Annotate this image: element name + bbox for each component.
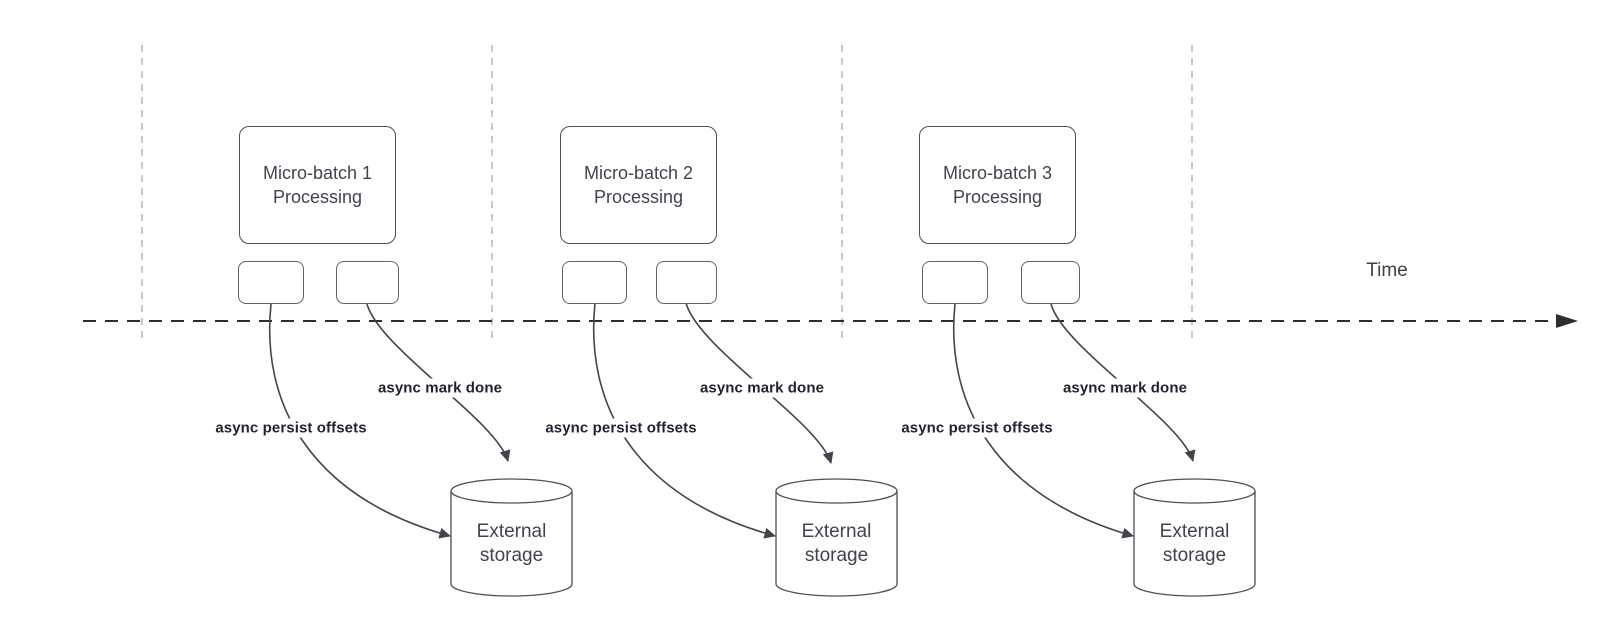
microbatch-2-title-line1: Micro-batch 2 [583,163,694,183]
persist-offsets-arrow-3 [952,303,1134,539]
microbatch-3-title-line2: Processing [952,187,1043,207]
microbatch-2-offset-task-box [562,261,627,304]
microbatch-3-title-line1: Micro-batch 3 [942,163,1053,183]
microbatch-1-processing-box: Micro-batch 1 Processing [239,126,396,244]
persist-offsets-label-1: async persist offsets [212,418,370,438]
external-storage-cylinder-1 [450,478,573,597]
microbatch-1-title-line2: Processing [272,187,363,207]
microbatch-3-processing-box: Micro-batch 3 Processing [919,126,1076,244]
time-axis-label: Time [1366,260,1408,281]
persist-offsets-arrow-1 [268,303,451,539]
external-storage-label-2-line2: storage [804,545,869,566]
microbatch-1-title-line1: Micro-batch 1 [262,163,373,183]
external-storage-label-1-line1: External [476,521,547,542]
time-axis [83,314,1578,328]
microbatch-2-processing-box: Micro-batch 2 Processing [560,126,717,244]
external-storage-cylinder-2 [775,478,898,597]
mark-done-label-3: async mark done [1059,378,1191,398]
external-storage-label-2: External storage [776,520,897,568]
microbatch-3-offset-task-box [922,261,988,304]
mark-done-label-2: async mark done [696,378,828,398]
mark-done-label-1: async mark done [374,378,506,398]
microbatch-1-offset-task-box [238,261,304,304]
persist-offsets-arrow-2 [592,302,776,539]
microbatch-2-done-task-box [656,261,717,304]
external-storage-label-3-line1: External [1159,521,1230,542]
persist-offsets-label-3: async persist offsets [898,418,1056,438]
external-storage-label-3: External storage [1134,520,1255,568]
microbatch-3-done-task-box [1021,261,1080,304]
persist-offsets-label-2: async persist offsets [542,418,700,438]
microbatch-1-done-task-box [336,261,399,304]
external-storage-label-1-line2: storage [479,545,544,566]
time-axis-arrowhead-icon [1556,314,1578,328]
external-storage-label-3-line2: storage [1162,545,1227,566]
external-storage-cylinder-3 [1133,478,1256,597]
external-storage-label-2-line1: External [801,521,872,542]
microbatch-2-title-line2: Processing [593,187,684,207]
external-storage-label-1: External storage [451,520,572,568]
